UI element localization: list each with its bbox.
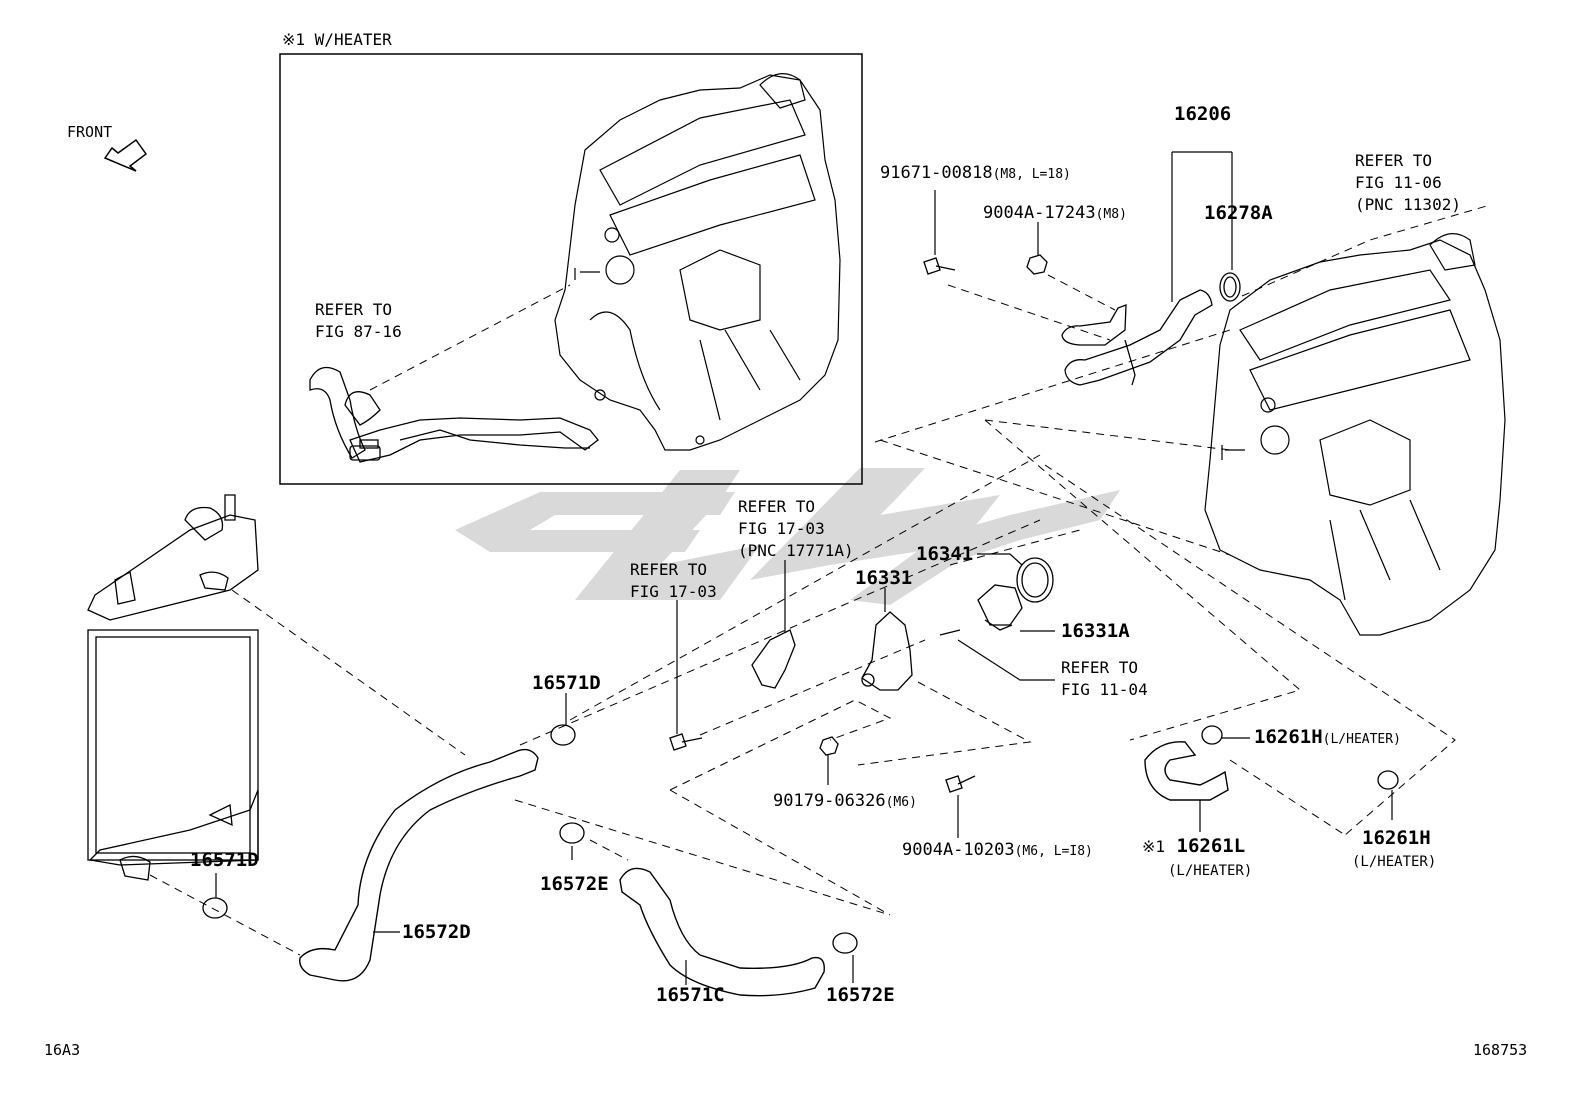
radiator-illustration (87, 494, 259, 881)
watermark-logo (455, 468, 1120, 605)
part-9004A-17243: 9004A-17243(M8) (983, 203, 1127, 223)
leader-lines (215, 151, 1393, 985)
refer-fig-17-03a-line2: FIG 17-03 (738, 519, 825, 538)
hose-illustration (309, 366, 599, 463)
refer-fig-11-04-line2: FIG 11-04 (1061, 680, 1148, 699)
footer-left-code: 16A3 (44, 1041, 81, 1059)
part-16261L-spec: (L/HEATER) (1168, 863, 1253, 879)
inset-refer-to: REFER TO (315, 300, 393, 319)
part-16341: 16341 (916, 543, 974, 565)
front-label: FRONT (67, 123, 113, 141)
part-16261L: ※1 16261L (1142, 835, 1246, 857)
arrow-icon (103, 138, 148, 172)
refer-fig-11-06-line3: (PNC 11302) (1355, 195, 1461, 214)
part-16331: 16331 (855, 567, 913, 589)
bolt-icon (669, 257, 976, 793)
hose-illustration (299, 741, 1229, 997)
pipe-illustration (1061, 272, 1241, 386)
inset-fig: FIG 87-16 (315, 322, 402, 341)
part-16572E-mid: 16572E (540, 873, 609, 895)
part-9004A-10203: 9004A-10203(M6, L=I8) (902, 840, 1093, 860)
refer-fig-11-06-line1: REFER TO (1355, 151, 1433, 170)
refer-fig-17-03b-line2: FIG 17-03 (630, 582, 717, 601)
refer-fig-17-03b-line1: REFER TO (630, 560, 708, 579)
inset-title: ※1 W/HEATER (282, 30, 392, 49)
part-16261H-b-spec: (L/HEATER) (1352, 854, 1437, 870)
part-16278A: 16278A (1204, 202, 1273, 224)
part-16261H-a: 16261H(L/HEATER) (1254, 726, 1401, 748)
part-90179-06326: 90179-06326(M6) (773, 791, 917, 811)
refer-fig-11-04-line1: REFER TO (1061, 658, 1139, 677)
clamp-icon (202, 724, 1399, 954)
part-91671-00818: 91671-00818(M8, L=18) (880, 163, 1071, 183)
part-16572E-bottom: 16572E (826, 984, 895, 1006)
engine-illustration (554, 73, 841, 451)
inset-frame (279, 53, 863, 485)
part-16331A: 16331A (1061, 620, 1130, 642)
part-16261H-b: 16261H (1362, 827, 1431, 849)
part-16571D-bottom: 16571D (190, 849, 259, 871)
gasket-icon (1016, 557, 1054, 603)
part-16571D-top: 16571D (532, 672, 601, 694)
part-16571C: 16571C (656, 984, 725, 1006)
housing-illustration (751, 611, 961, 691)
refer-fig-17-03a-line1: REFER TO (738, 497, 816, 516)
refer-fig-17-03a-line3: (PNC 17771A) (738, 541, 854, 560)
refer-fig-11-06-line2: FIG 11-06 (1355, 173, 1442, 192)
part-16572D: 16572D (402, 921, 471, 943)
part-16206: 16206 (1174, 103, 1232, 125)
engine-illustration (1204, 233, 1506, 636)
footer-right-code: 168753 (1473, 1041, 1528, 1059)
nut-icon (819, 254, 1048, 756)
thermostat-icon (977, 584, 1023, 631)
dashed-guides (149, 204, 1491, 956)
